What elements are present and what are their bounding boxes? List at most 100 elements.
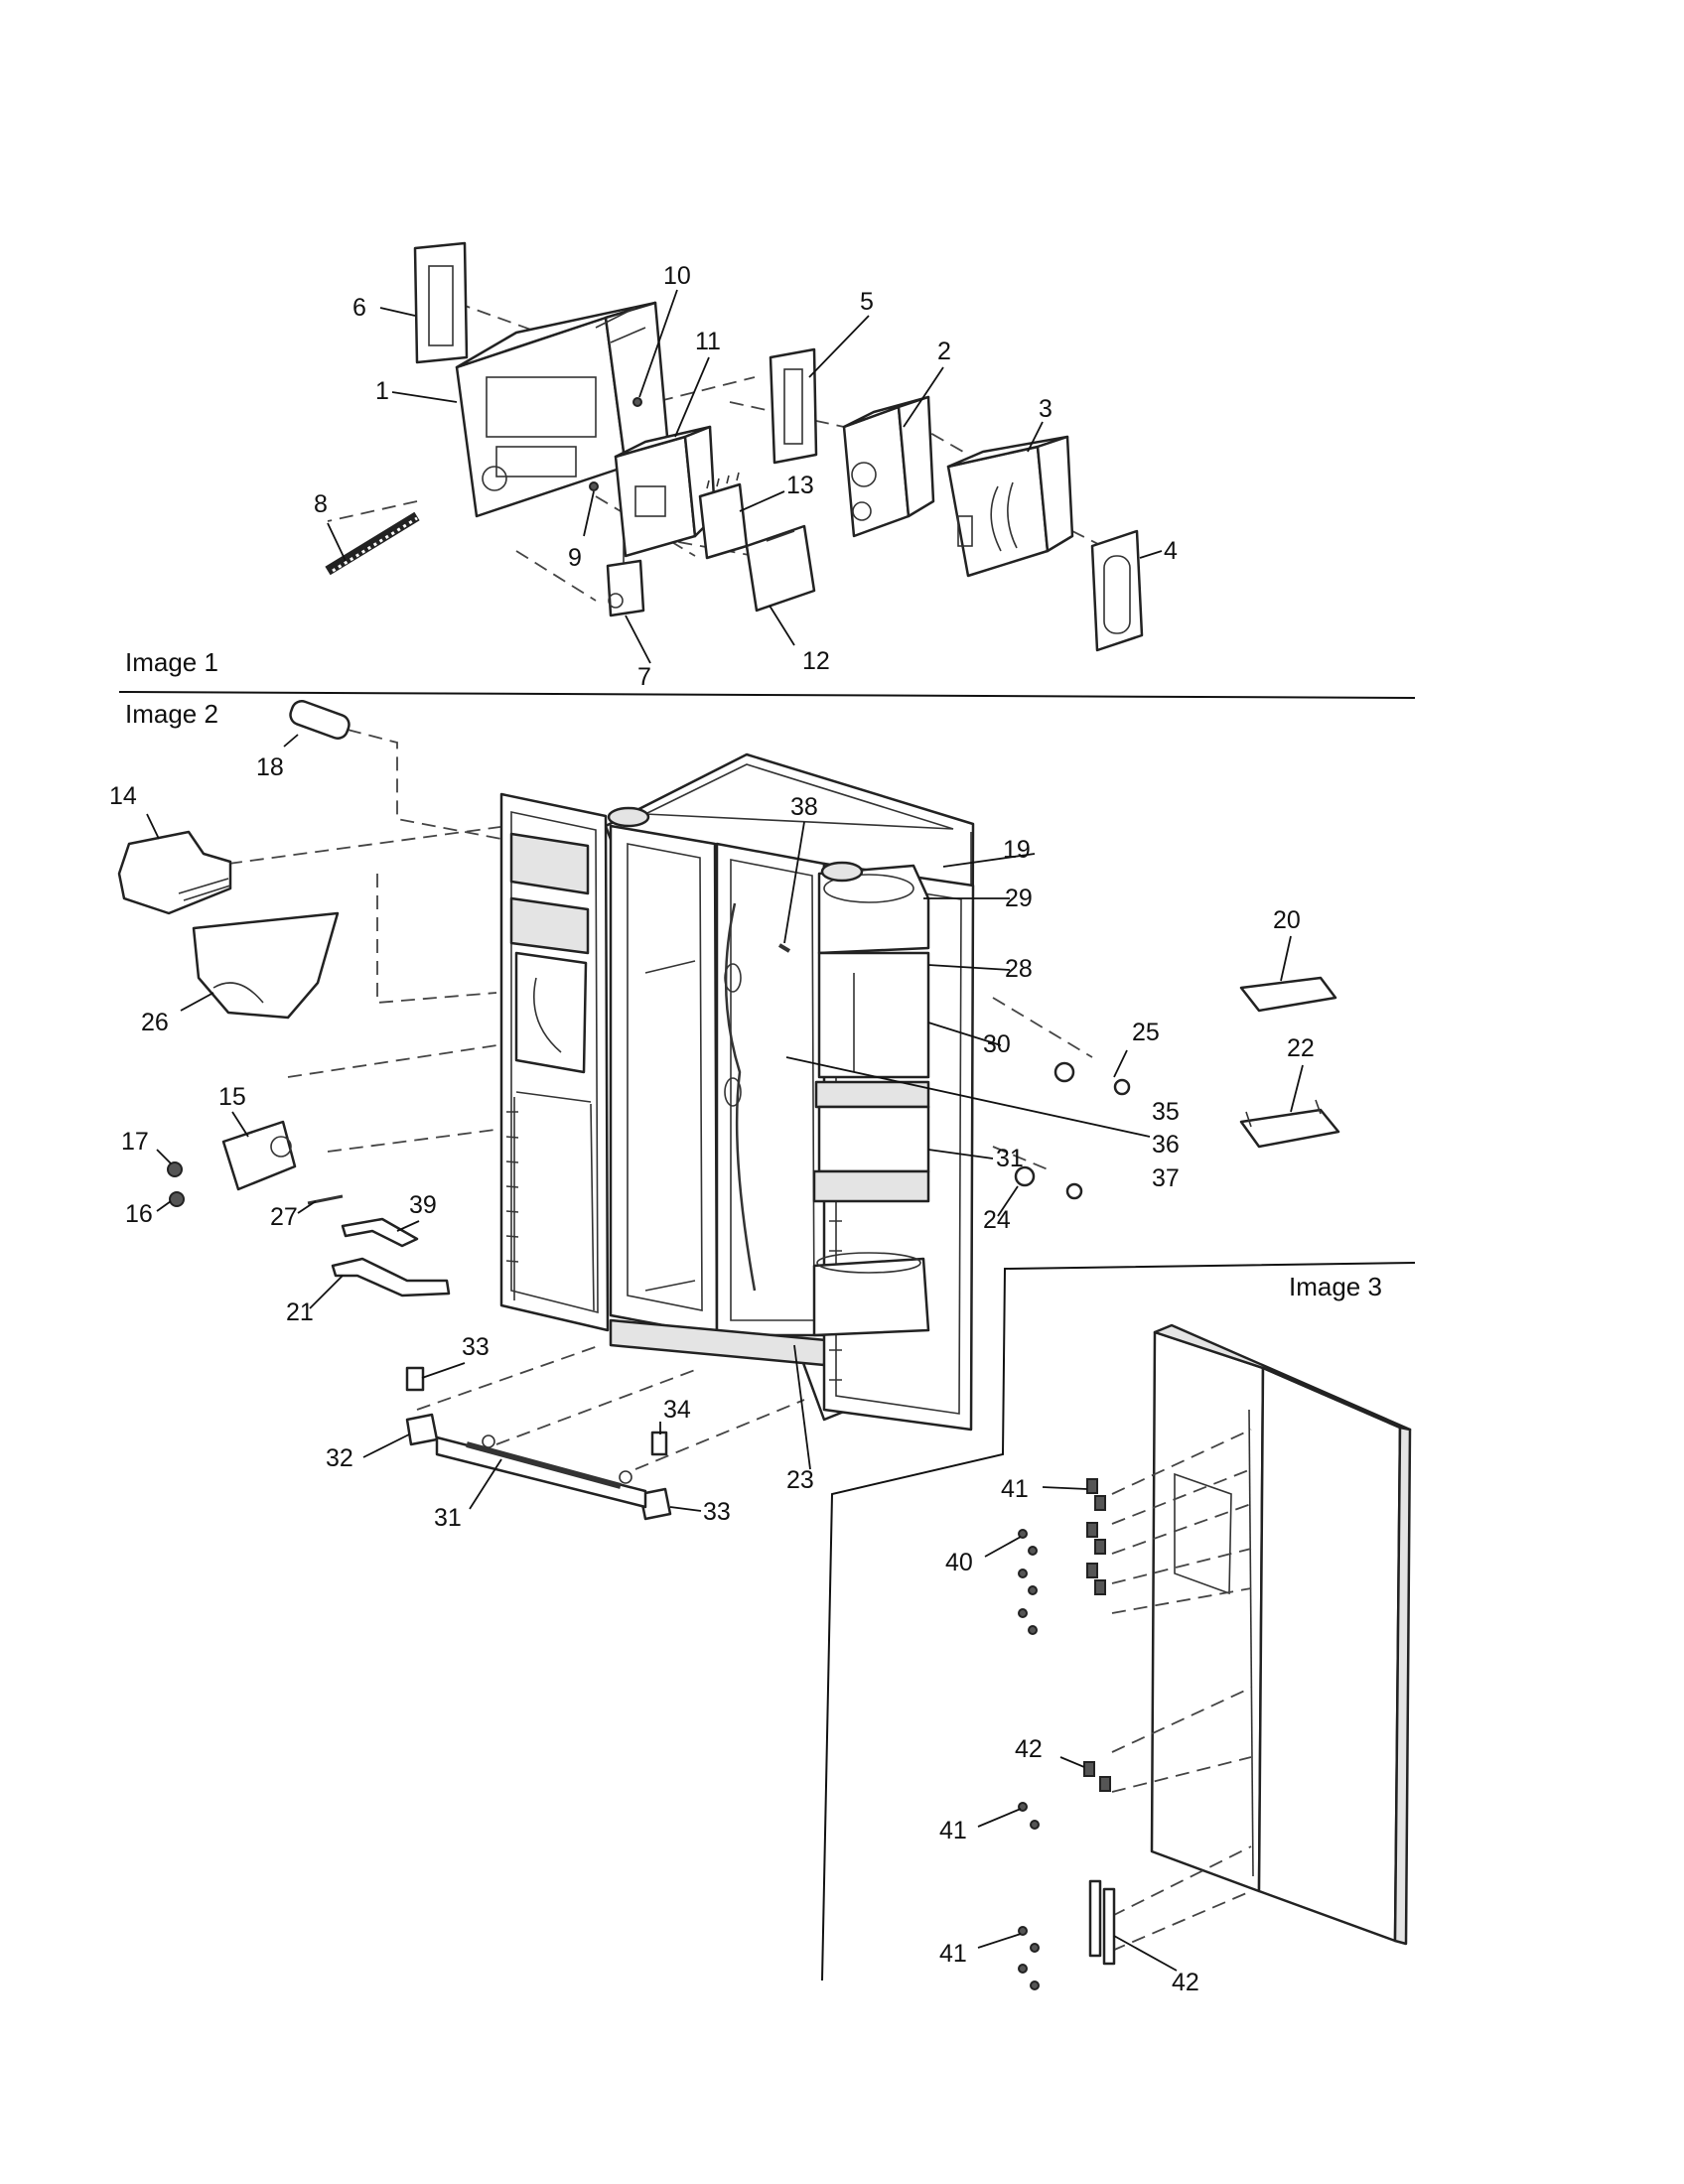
part-11-control-box [614,425,717,558]
callout-42-upper: 41 [1001,1475,1029,1503]
callout-43: 42 [1172,1969,1199,1996]
callout-12: 12 [802,647,830,675]
part-41-screws-middle [1018,1802,1040,1830]
callout-17: 17 [121,1128,149,1156]
top-hinge-caps [607,806,864,883]
part-13-circuit-board [698,472,749,560]
part-42-clips-middle [1083,1761,1111,1792]
callout-4: 4 [1164,537,1178,565]
callout-41-upper: 40 [945,1549,973,1576]
callout-23: 23 [786,1466,814,1494]
part-5-gasket [769,347,818,465]
part-22-shelf [1239,1099,1340,1149]
part-4-gasket [1090,529,1144,652]
callout-22: 22 [1287,1034,1315,1062]
callout-35: 34 [663,1396,691,1424]
part-41-screws-lower [1018,1926,1040,1990]
callout-34: 33 [462,1333,490,1361]
callout-24: 24 [983,1206,1011,1234]
part-33-end-cap-right [638,1487,672,1521]
part-9-screw [589,481,599,491]
part-6-plate [413,241,469,364]
part-2-mechanism [842,395,935,538]
part-10-screw [632,397,642,407]
door-panel [1150,1323,1412,1946]
callout-5: 5 [860,288,874,316]
callout-26: 26 [141,1009,169,1036]
callout-33-right: 33 [703,1498,731,1526]
callout-19: 19 [1003,836,1031,864]
part-39-screw [777,943,791,953]
callout-13: 13 [786,472,814,499]
image3-border [821,1262,1416,1981]
callout-42-middle: 42 [1015,1735,1043,1763]
part-26-ice-bucket [192,911,340,1020]
callout-32: 31 [434,1504,462,1532]
part-25-cam [1053,1061,1131,1096]
callout-3: 3 [1039,395,1052,423]
callout-6: 6 [352,294,366,322]
callout-20: 20 [1273,906,1301,934]
part-43-hinge-brackets [1088,1879,1116,1966]
freezer-door [499,792,610,1332]
callout-39: 38 [790,793,818,821]
callout-38: 37 [1152,1164,1180,1192]
callout-29: 29 [1005,885,1033,912]
part-41-screws-upper [1018,1529,1038,1635]
callout-25: 25 [1132,1019,1160,1046]
freezer-door-shelf-rungs [505,1111,519,1263]
callout-41-middle: 41 [939,1817,967,1844]
image1-group: Image 1 [125,241,1178,691]
part-1-ice-maker-housing [455,301,669,518]
callout-28: 28 [1005,955,1033,983]
part-16-nut [169,1191,185,1207]
callout-15: 15 [218,1083,246,1111]
callout-18: 18 [256,753,284,781]
callout-7: 7 [637,663,651,691]
image3-group: Image 3 [821,1262,1416,1996]
part-21-clip [331,1257,451,1297]
callout-40: 39 [409,1191,437,1219]
callout-36: 35 [1152,1098,1180,1126]
callout-1: 1 [375,377,389,405]
part-34-block [405,1366,425,1392]
part-32-toe-grille [435,1434,647,1509]
callout-37: 36 [1152,1131,1180,1159]
section-label-image2: Image 2 [125,699,218,729]
callout-21: 21 [286,1298,314,1326]
callout-30: 30 [983,1030,1011,1058]
callout-11: 11 [695,328,721,355]
fresh-food-door [812,862,975,1432]
callout-41-lower: 41 [939,1940,967,1968]
section-label-image1: Image 1 [125,647,218,677]
callout-31: 31 [996,1145,1024,1172]
part-14-ice-bin-lid [117,830,232,915]
fresh-door-shelf-rungs [829,1220,842,1381]
callout-9: 9 [568,544,582,572]
section-divider [118,691,1416,699]
part-15-bracket [221,1120,297,1191]
callout-8: 8 [314,490,328,518]
callout-16: 16 [125,1200,153,1228]
part-20-shelf [1239,976,1337,1013]
part-33-end-cap-left [405,1413,439,1446]
part-7-thermostat [606,541,645,617]
callout-33-left: 32 [326,1444,353,1472]
part-8-heater-rod [325,511,420,576]
part-40-clip [341,1217,419,1248]
part-24-cam [1014,1165,1083,1200]
part-17-nut [167,1161,183,1177]
section-label-image3: Image 3 [1289,1272,1382,1301]
image2-group: Image 2 [109,699,1340,1532]
callout-10: 10 [663,262,691,290]
callout-27: 27 [270,1203,298,1231]
part-35-block [650,1431,668,1456]
cabinet-interior [609,824,828,1367]
callout-2: 2 [937,338,951,365]
part-42-clips-upper [1086,1478,1106,1595]
callout-14: 14 [109,782,137,810]
part-3-front-housing [946,435,1074,578]
part-18-cartridge [289,700,351,740]
part-12-cover-plate [745,524,816,613]
